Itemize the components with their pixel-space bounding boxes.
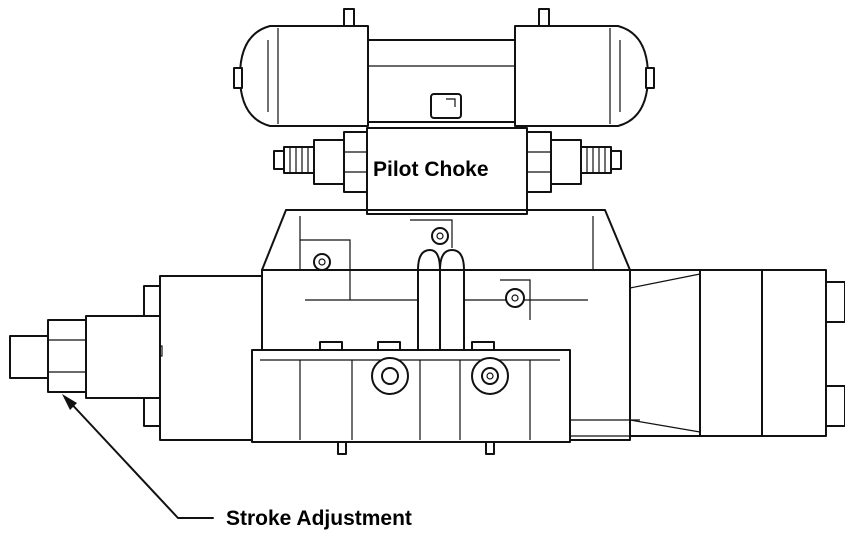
right-coil-cap [645,67,655,89]
stroke-adjustment-callout [62,394,214,519]
pilot-choke-label: Pilot Choke [373,158,489,181]
foot-left [337,441,347,455]
top-bracket-screw [431,227,449,245]
left-choke-screw [283,146,315,174]
port-seal-3 [471,341,495,351]
right-end-block [761,269,827,437]
right-terminal [538,8,550,28]
stroke-adjust-body [85,315,161,399]
stroke-adjust-nut [47,319,87,393]
pilot-choke-body [366,127,528,211]
right-taper [629,269,706,437]
left-choke-tip [273,150,285,170]
stroke-adjust-stem [9,335,51,379]
port-seal-2 [377,341,401,351]
connector-icon [430,93,462,119]
main-valve [9,209,845,455]
right-cap-upper-lug [825,281,845,323]
right-end-cap [699,269,763,437]
port-seal-1 [319,341,343,351]
left-bracket-screw [313,253,331,271]
callout-arrowhead [62,394,77,410]
left-solenoid-coil [239,25,369,127]
right-choke-tip [610,150,622,170]
callout-leader-line [65,397,214,519]
right-choke-nut [550,139,582,185]
left-terminal [343,8,355,28]
left-end-cap [159,275,263,441]
left-choke-nut [313,139,345,185]
stroke-adjustment-label: Stroke Adjustment [226,507,412,530]
subplate [251,349,571,443]
foot-right [485,441,495,455]
right-choke-hex [526,131,552,193]
right-cap-lower-lug [825,385,845,427]
pilot-choke [273,127,622,211]
left-choke-hex [343,131,369,193]
spool-channel-right [439,249,465,351]
left-coil-cap [233,67,243,89]
right-solenoid-coil [514,25,649,127]
pilot-solenoid-valve [233,8,655,127]
right-choke-screw [580,146,612,174]
right-bracket-screw [505,288,525,308]
